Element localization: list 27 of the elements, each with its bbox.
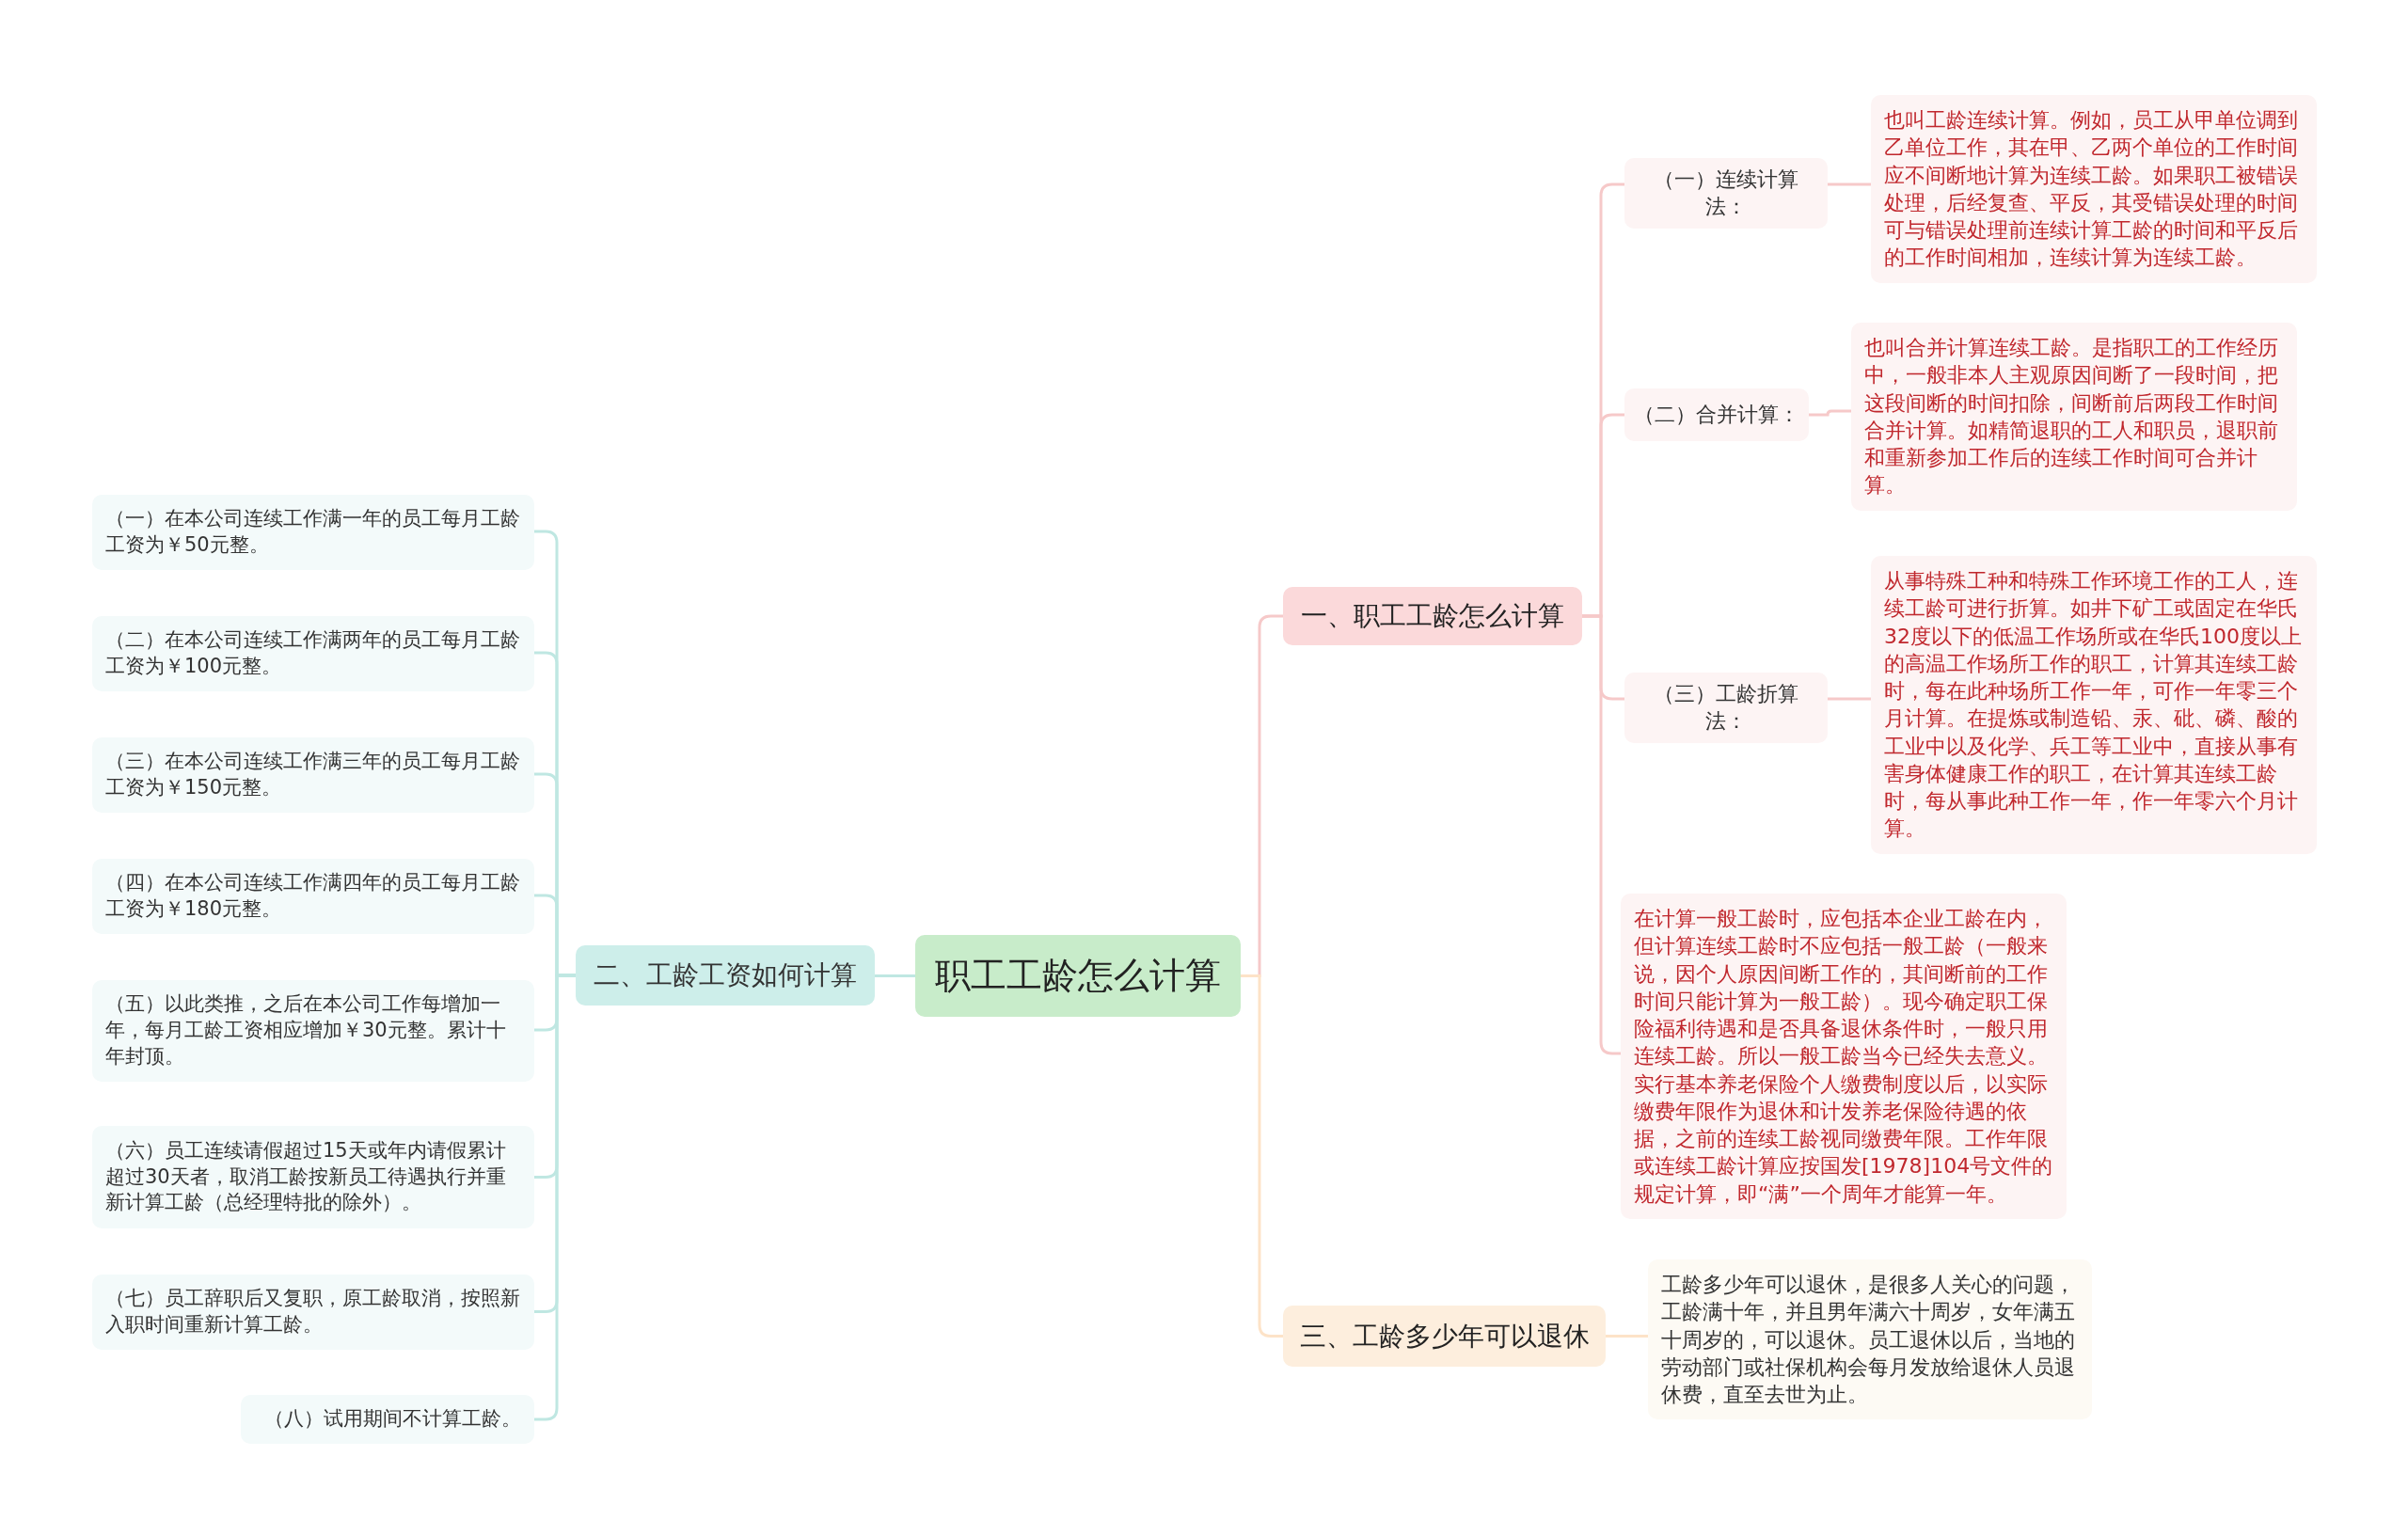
topic-box: 职工工龄怎么计算 <box>915 935 1241 1017</box>
item-box: （一）在本公司连续工作满一年的员工每月工龄工资为￥50元整。 <box>92 495 534 570</box>
note-box: 也叫合并计算连续工龄。是指职工的工作经历中，一般非本人主观原因间断了一段时间，把这段间断的时间扣除，间断前后两段工作时间合并计算。如精简退职的工人和职员，退职前和重新参加工作后的连续工作时间可合并计算。 <box>1851 323 2297 511</box>
branch-box: 二、工龄工资如何计算 <box>576 945 875 1006</box>
connector-line <box>1582 614 1621 1055</box>
note-box: 从事特殊工种和特殊工作环境工作的工人，连续工龄可进行折算。如井下矿工或固定在华氏32度以下的低温工作场所或在华氏100度以上的高温工作场所工作的职工，计算其连续工龄时，每在此种场所工作一年，可作一年零三个月计算。在提炼或制造铅、汞、砒、磷、酸的工业中以及化学、兵工等工业中，直接从事有害身体健康工作的职工，在计算其连续工龄时，每从事此种工作一年，作一年零六个月计算。 <box>1871 556 2317 854</box>
connector-line <box>1241 974 1283 1338</box>
item-box: （八）试用期间不计算工龄。 <box>241 1395 534 1444</box>
item-box: （四）在本公司连续工作满四年的员工每月工龄工资为￥180元整。 <box>92 859 534 934</box>
connector-line <box>1606 1335 1648 1338</box>
item-box: （七）员工辞职后又复职，原工龄取消，按照新入职时间重新计算工龄。 <box>92 1275 534 1350</box>
item-box: （六）员工连续请假超过15天或年内请假累计超过30天者，取消工龄按新员工待遇执行并重新计算工龄（总经理特批的除外）。 <box>92 1126 534 1228</box>
branch-box: 三、工龄多少年可以退休 <box>1283 1306 1606 1367</box>
connector-line <box>1809 409 1851 417</box>
subtopic-box: （一）连续计算法： <box>1624 158 1828 229</box>
note-box: 也叫工龄连续计算。例如，员工从甲单位调到乙单位工作，其在甲、乙两个单位的工作时间应不间断地计算为连续工龄。如果职工被错误处理，后经复查、平反，其受错误处理的时间可与错误处理前连续计算工龄的时间和平反后的工作时间相加，连续计算为连续工龄。 <box>1871 95 2317 283</box>
connector-line <box>1828 697 1871 701</box>
note-box: 在计算一般工龄时，应包括本企业工龄在内，但计算连续工龄时不应包括一般工龄（一般来说，因个人原因间断工作的，其间断前的工作时间只能计算为一般工龄）。现今确定职工保险福利待遇和是否具备退休条件时，一般只用连续工龄。所以一般工龄当今已经失去意义。实行基本养老保险个人缴费制度以后，以实际缴费年限作为退休和计发养老保险待遇的依据，之前的连续工龄视同缴费年限。工作年限或连续工龄计算应按国发[1978]104号文件的规定计算，即“满”一个周年才能算一年。 <box>1621 894 2067 1219</box>
item-box: （五）以此类推，之后在本公司工作每增加一年，每月工龄工资相应增加￥30元整。累计十年封顶。 <box>92 980 534 1082</box>
item-box: （二）在本公司连续工作满两年的员工每月工龄工资为￥100元整。 <box>92 616 534 691</box>
note-box: 工龄多少年可以退休，是很多人关心的问题，工龄满十年，并且男年满六十周岁，女年满五十周岁的，可以退休。员工退休以后，当地的劳动部门或社保机构会每月发放给退休人员退休费，直至去世为止。 <box>1648 1259 2092 1420</box>
connector-line <box>1828 182 1871 186</box>
connector-line <box>875 974 915 977</box>
branch-box: 一、职工工龄怎么计算 <box>1283 587 1582 645</box>
item-box: （三）在本公司连续工作满三年的员工每月工龄工资为￥150元整。 <box>92 737 534 813</box>
subtopic-box: （三）工龄折算法： <box>1624 673 1828 743</box>
subtopic-box: （二）合并计算： <box>1624 388 1809 441</box>
